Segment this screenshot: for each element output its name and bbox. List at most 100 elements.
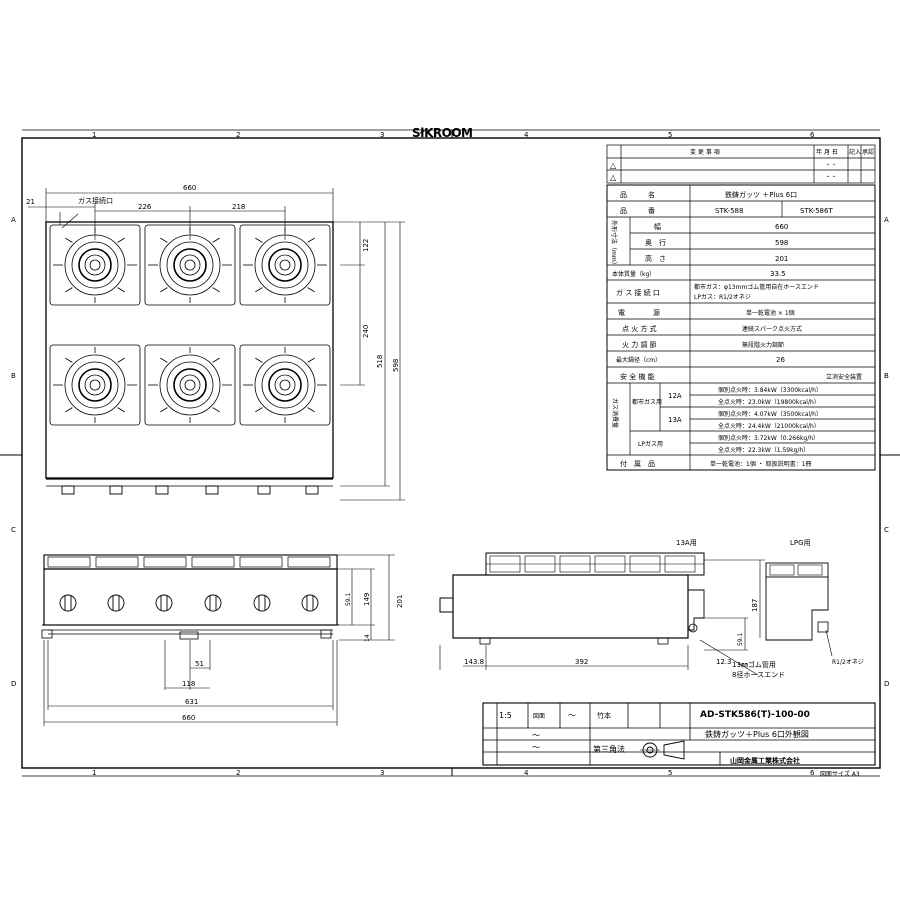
grid-left-d: D (11, 680, 16, 688)
rev-mark-2: △ (610, 173, 617, 182)
side-grate-1 (489, 555, 521, 573)
tb-drafter: 竹本 (597, 711, 611, 720)
grid-top-5: 5 (668, 131, 672, 139)
dim-front-h2: 149 (363, 593, 371, 606)
revision-table (606, 144, 876, 184)
side-grate-4 (594, 555, 626, 573)
tb-size: 図面サイズ A3 (820, 770, 860, 778)
rev-header-entry: 記入 (849, 148, 861, 156)
dim-side-w3: 12.3 (716, 658, 732, 666)
spec-value-flame: 無段階火力調節 (742, 341, 784, 349)
side-grate-row (489, 555, 823, 576)
side-view (439, 552, 833, 676)
rev-header-approve: 承認 (862, 148, 874, 156)
burner-4 (49, 344, 141, 426)
burner-1 (49, 224, 141, 306)
hose-label-1: 13㎜ゴム管用 (732, 660, 776, 669)
rev-header-date: 年 月 日 (816, 148, 838, 156)
spec-value-safety: 立消安全装置 (826, 373, 862, 381)
top-knob-3 (155, 485, 169, 495)
title-block: 1:5 図面 ～ 竹本 ～ ～ AD-STK586(T)-100-00 鉄鋳ガッ… (499, 710, 860, 778)
spec-city-gas: 都市ガス用 (632, 398, 662, 406)
spec-label-power: 電 源 (618, 308, 660, 317)
burner-5 (144, 344, 236, 426)
title-block-grid (482, 702, 876, 766)
dim-front-h4: 14 (364, 634, 371, 642)
dim-left-pitch: 226 (138, 203, 152, 211)
spec-value-pot: 26 (776, 356, 785, 364)
front-grate-row (47, 556, 331, 568)
gas-inlet-label: ガス接続口 (78, 196, 113, 205)
lpg-grate-2 (797, 564, 823, 576)
dim-front-h3: 201 (396, 595, 404, 608)
front-view-dims (43, 554, 395, 726)
spec-12a: 12A (668, 392, 682, 400)
front-grate-2 (95, 556, 139, 568)
tb-projection: 第三角法 (593, 744, 625, 754)
spec-lp-gas: LPガス用 (638, 440, 663, 448)
dim-overall-width: 660 (183, 184, 196, 192)
grid-right-c: C (884, 526, 889, 534)
spec-consumption-1: 個別点火時：3.84kW（3300kcal/h） (718, 386, 822, 394)
front-knob-row (59, 594, 319, 612)
projection-symbol (640, 740, 685, 760)
dim-side-h1: 187 (751, 599, 759, 612)
spec-value-ignition: 連続スパーク点火方式 (742, 325, 802, 333)
rev-date-2: ・・ (825, 174, 837, 181)
spec-accessory-value: 単一乾電池：1個 ・ 取扱説明書：1冊 (710, 460, 811, 468)
hose-label-2: 8径ホースエンド (732, 670, 785, 679)
spec-gas-group: ガス消費量 (611, 398, 619, 428)
grid-bottom-3: 3 (380, 769, 384, 777)
tb-tilde-2: ～ (532, 731, 540, 740)
spec-sub-depth: 奥 行 (645, 238, 666, 247)
top-knob-5 (257, 485, 271, 495)
spec-label-mass: 本体質量（kg） (612, 270, 655, 278)
spec-13a: 13A (668, 416, 682, 424)
grid-top-2: 2 (236, 131, 240, 139)
label-lpg: LPG用 (790, 539, 811, 547)
spec-value-depth: 598 (775, 239, 788, 247)
dim-depth-outer: 598 (392, 359, 400, 372)
front-knob-2 (107, 594, 125, 612)
label-13a: 13A用 (676, 539, 697, 547)
grid-right-a: A (884, 216, 889, 224)
spec-consumption-5: 個別点火時：3.72kW（0.266kg/h） (718, 434, 819, 442)
rev-date-1: ・・ (825, 162, 837, 169)
grid-left-b: B (11, 372, 16, 380)
tb-drawn-label: 図面 (533, 713, 545, 720)
side-view-dims (439, 559, 833, 676)
front-view (41, 554, 395, 726)
front-knob-1 (59, 594, 77, 612)
spec-label-flame: 火 力 調 節 (622, 340, 657, 349)
tb-tilde-1: ～ (568, 711, 576, 720)
front-knob-4 (204, 594, 222, 612)
grid-top-3: 3 (380, 131, 384, 139)
dim-front-d1: 51 (195, 660, 204, 668)
front-grate-4 (191, 556, 235, 568)
front-knob-5 (253, 594, 271, 612)
spec-group-dims: 外形寸法（mm） (610, 220, 618, 268)
grid-right-d: D (884, 680, 889, 688)
front-grate-5 (239, 556, 283, 568)
spec-value-height: 201 (775, 255, 788, 263)
grid-bottom-5: 5 (668, 769, 672, 777)
top-knob-2 (109, 485, 123, 495)
top-knob-1 (61, 485, 75, 495)
spec-label-name: 品 名 (620, 190, 655, 199)
spec-value-gas-2: LPガス：R1/2オネジ (694, 293, 751, 301)
burner-6 (239, 344, 331, 426)
side-grate-6 (664, 555, 696, 573)
grid-top-6: 6 (810, 131, 815, 139)
spec-value-power: 単一乾電池 × 1個 (746, 309, 795, 317)
tb-company: 山岡金属工業株式会社 (730, 756, 800, 765)
front-knob-6 (301, 594, 319, 612)
spec-label-safety: 安 全 機 能 (620, 372, 655, 381)
dim-right-pitch: 218 (232, 203, 245, 211)
grid-bottom-4: 4 (524, 769, 529, 777)
tb-scale: 1:5 (499, 711, 512, 720)
dim-row-pitch-top: 122 (362, 239, 370, 252)
grid-top-4: 4 (524, 131, 529, 139)
tb-drawing-no: AD-STK586(T)-100-00 (700, 710, 810, 720)
